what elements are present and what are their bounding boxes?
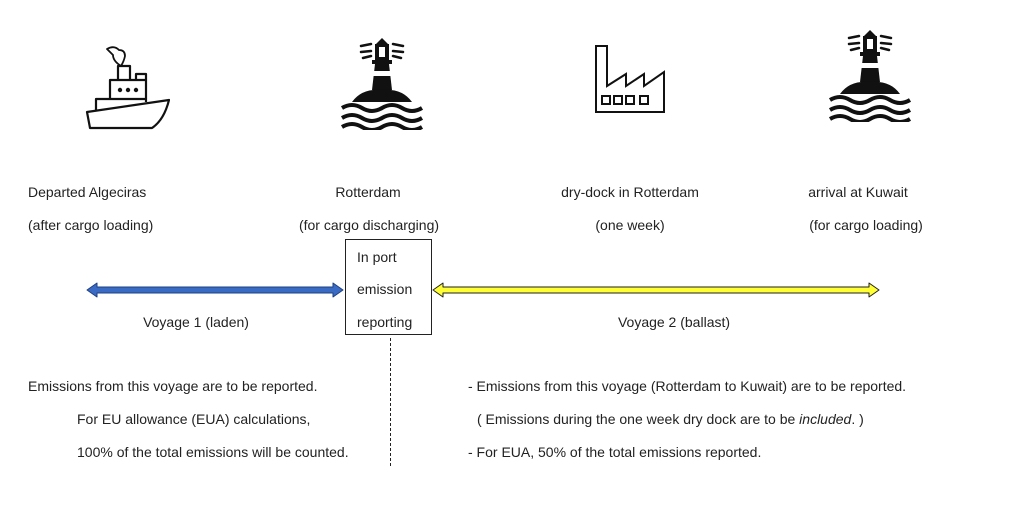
stop-note-rotterdam: (for cargo discharging) <box>298 217 440 233</box>
note-right-2-emphasis: included <box>799 411 852 427</box>
port-box-line-1: In port <box>357 249 397 265</box>
note-right-2: ( Emissions during the one week dry dock… <box>477 411 864 427</box>
dashed-divider <box>390 338 391 466</box>
note-right-3: - For EUA, 50% of the total emissions re… <box>468 444 762 460</box>
voyage-1-label: Voyage 1 (laden) <box>143 314 249 330</box>
stop-note-algeciras: (after cargo loading) <box>28 217 154 233</box>
in-port-emission-box: In port emission reporting <box>345 239 432 335</box>
lighthouse-icon <box>340 38 424 130</box>
voyage-1-arrow <box>84 280 346 300</box>
lighthouse-icon <box>828 30 912 122</box>
port-box-line-2: emission <box>357 281 413 297</box>
stop-note-drydock: (one week) <box>595 217 665 233</box>
note-left-3: 100% of the total emissions will be coun… <box>77 444 349 460</box>
ship-icon <box>84 44 170 130</box>
stop-name-algeciras: Departed Algeciras <box>28 184 147 200</box>
stop-name-kuwait: arrival at Kuwait <box>808 184 908 200</box>
note-left-2: For EU allowance (EUA) calculations, <box>77 411 311 427</box>
note-right-2-suffix: . ) <box>851 411 864 427</box>
note-left-1: Emissions from this voyage are to be rep… <box>28 378 318 394</box>
stop-name-drydock: dry-dock in Rotterdam <box>561 184 699 200</box>
voyage-2-label: Voyage 2 (ballast) <box>617 314 731 330</box>
note-right-2-prefix: ( Emissions during the one week dry dock… <box>477 411 800 427</box>
voyage-2-arrow <box>430 280 882 300</box>
stop-note-kuwait: (for cargo loading) <box>809 217 923 233</box>
port-box-line-3: reporting <box>357 314 413 330</box>
stop-name-rotterdam: Rotterdam <box>335 184 401 200</box>
factory-icon <box>592 42 668 116</box>
note-right-1: - Emissions from this voyage (Rotterdam … <box>468 378 907 394</box>
